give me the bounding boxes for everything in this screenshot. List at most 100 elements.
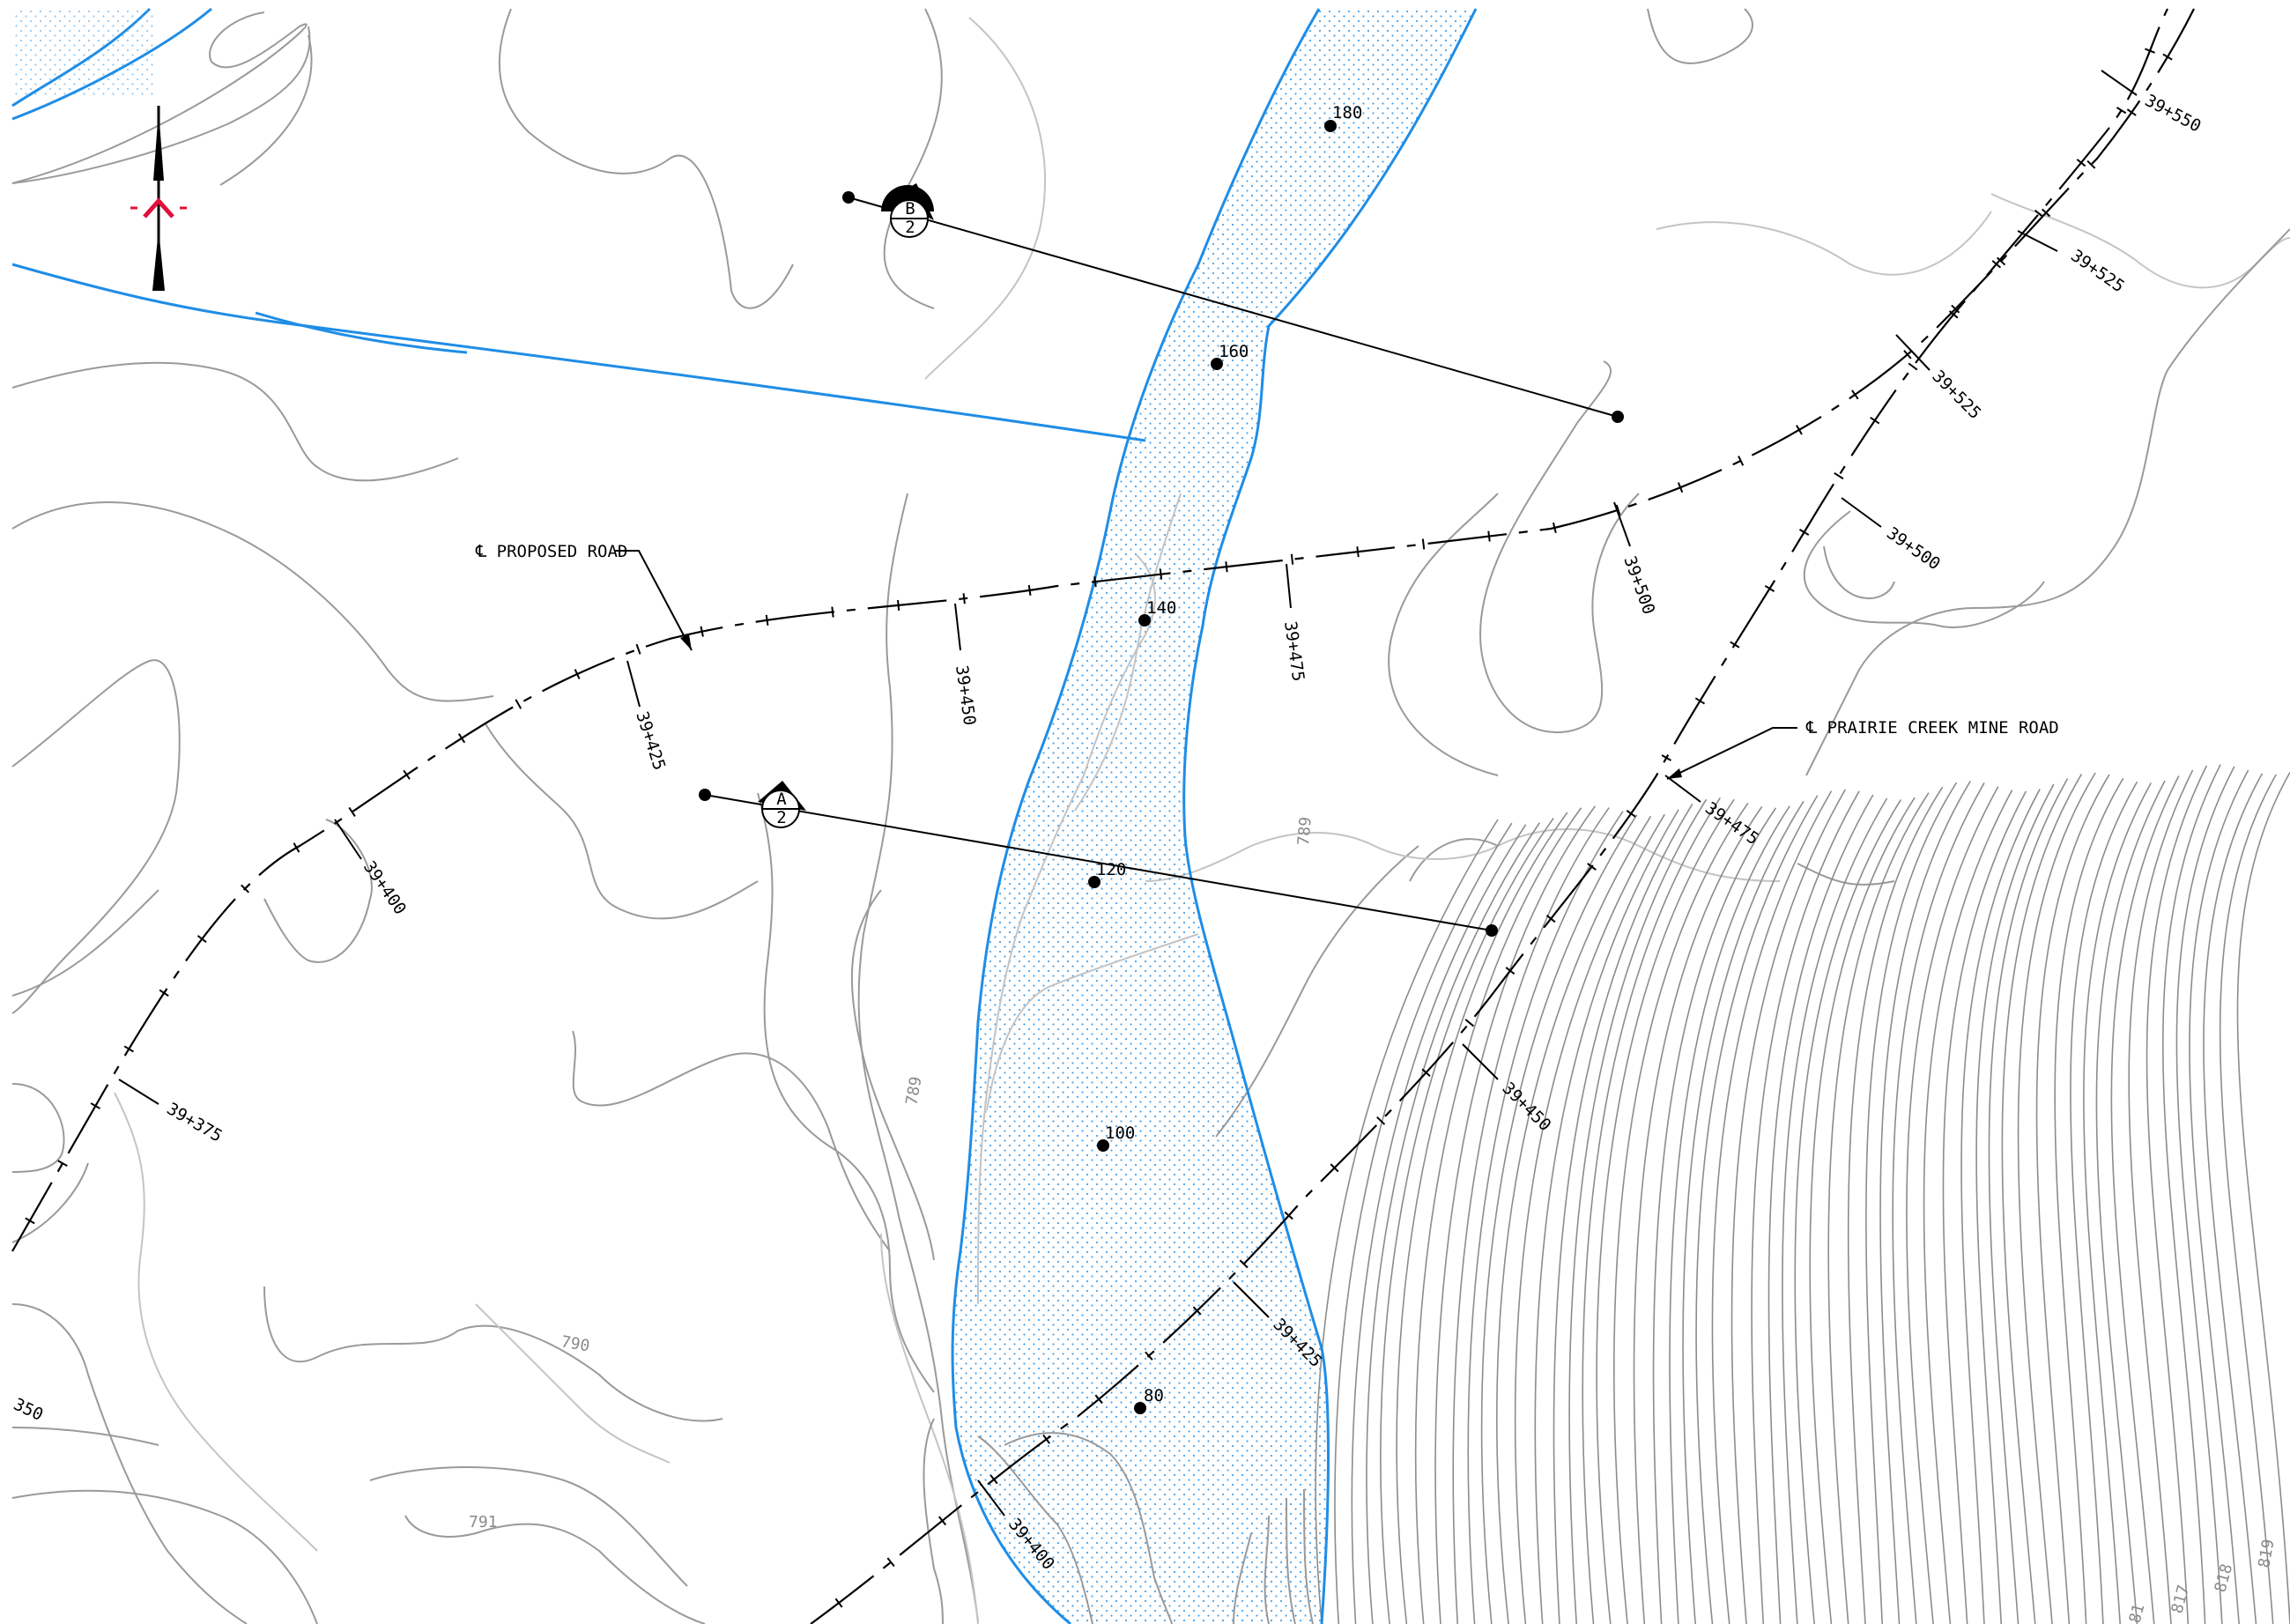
terrain-contours [11, 8, 2290, 1624]
hillside-contour-line [1613, 802, 1749, 1624]
hillside-contour-line [1975, 783, 2055, 1624]
hillside-contour-line [2017, 772, 2096, 1624]
station-tick [700, 626, 704, 637]
hillside-contour-line [2189, 769, 2249, 1624]
station-tick [2041, 208, 2051, 218]
hillside-contour-line [1652, 807, 1777, 1624]
hillside-contour-line [2035, 774, 2110, 1624]
callout-proposed-road: ℄ PROPOSED ROAD [475, 542, 693, 651]
mine-station-39-475: 39+475 [1701, 798, 1762, 849]
station-39-425: 39+425 [632, 709, 669, 773]
hillside-contours [1315, 764, 2290, 1624]
point-80-marker [1134, 1402, 1146, 1414]
station-39-550: 39+550 [2142, 91, 2205, 137]
hillside-contour-line [1827, 792, 1930, 1624]
hillside-contour-line [1847, 786, 1944, 1624]
proposed-road-label: ℄ PROPOSED ROAD [475, 542, 627, 561]
hillside-contour-line [1334, 822, 1513, 1624]
hillside-contour-line [2110, 775, 2180, 1624]
water-lines [11, 7, 1146, 442]
station-tick [1834, 471, 1844, 480]
station-tick [159, 989, 169, 997]
station-tick [1552, 522, 1557, 534]
station-tick [515, 699, 522, 709]
station-tick [1290, 553, 1294, 565]
section-b-sheet: 2 [905, 218, 915, 237]
hillside-contour-line [1730, 789, 1846, 1624]
station-tick [293, 842, 300, 853]
hillside-contour-line [2083, 782, 2152, 1624]
hillside-contour-line [1906, 786, 1999, 1624]
hillside-contour-line [2175, 766, 2235, 1624]
station-tick [348, 806, 356, 817]
station-tick [1145, 1351, 1153, 1361]
station-tick [1661, 754, 1671, 761]
hillside-contour-line [2236, 772, 2290, 1624]
hillside-contour-line [1669, 805, 1790, 1624]
contour-791: 791 [469, 1513, 498, 1531]
station-tick [2126, 108, 2137, 116]
contour-789-left: 789 [902, 1075, 925, 1107]
point-120-marker [1088, 876, 1101, 888]
point-120-label: 120 [1096, 860, 1126, 879]
station-tick [1027, 584, 1032, 596]
hillside-contour-line [1568, 798, 1708, 1624]
station-tick [1870, 417, 1880, 425]
station-tick [834, 1598, 843, 1608]
station-tick [1587, 863, 1597, 871]
hillside-contour-line [1865, 782, 1958, 1624]
section-a-sheet: 2 [776, 808, 786, 827]
hillside-contour-line [2054, 777, 2124, 1624]
station-tick [1159, 568, 1163, 580]
station-tick [1284, 1211, 1293, 1220]
section-b-letter: B [905, 199, 915, 219]
hillside-contour-line [1396, 812, 1568, 1624]
station-tick [1764, 584, 1775, 592]
hillside-contour-line [1351, 824, 1527, 1624]
section-line-b: B 2 [842, 183, 1624, 423]
station-tick [1376, 1116, 1386, 1125]
hillside-contour-line [2162, 764, 2221, 1624]
station-tick [2116, 107, 2127, 115]
point-180-label: 180 [1332, 103, 1362, 122]
station-tick [1908, 362, 1918, 371]
station-tick [1903, 350, 1912, 360]
station-tick [2076, 159, 2086, 167]
station-tick [457, 733, 466, 744]
station-tick [1239, 1259, 1249, 1269]
hillside-contour-line [2001, 774, 2083, 1624]
hillside-contour-line [1879, 781, 1971, 1624]
contour-81x: 81 [2126, 1602, 2149, 1624]
stream [951, 8, 1478, 1624]
station-tick [1192, 1306, 1202, 1316]
station-tick [886, 1557, 895, 1568]
hillside-contour-line [1452, 807, 1610, 1624]
station-tick [937, 1516, 947, 1526]
hillside-contour-line [1942, 790, 2027, 1624]
hillside-contour-line [2128, 769, 2194, 1624]
contour-819: 819 [2255, 1538, 2278, 1569]
hillside-contour-line [1923, 790, 2013, 1624]
station-tick [1487, 530, 1491, 542]
station-tick [1796, 425, 1803, 435]
contour-817: 817 [2168, 1583, 2194, 1615]
mine-road-label: ℄ PRAIRIE CREEK MINE ROAD [1805, 718, 2059, 738]
section-a-letter: A [776, 790, 787, 809]
station-ticks [25, 48, 2173, 1608]
mine-road-alignment [810, 8, 2168, 1624]
hillside-contour-line [1534, 809, 1679, 1624]
hillside-contour-line [1751, 790, 1860, 1624]
station-tick [1225, 561, 1228, 573]
point-100-label: 100 [1105, 1123, 1135, 1143]
station-39-450: 39+450 [952, 664, 979, 727]
station-tick [123, 1045, 134, 1053]
hillside-contour-line [1582, 797, 1722, 1624]
hillside-contour-line [1380, 818, 1554, 1624]
station-tick [403, 769, 411, 780]
hillside-contour-line [1782, 797, 1888, 1624]
station-39-500: 39+500 [1619, 553, 1658, 617]
hillside-contour-line [2145, 765, 2208, 1624]
hillside-contour-line [1892, 782, 1985, 1624]
callout-mine-road: ℄ PRAIRIE CREEK MINE ROAD [1666, 718, 2059, 780]
